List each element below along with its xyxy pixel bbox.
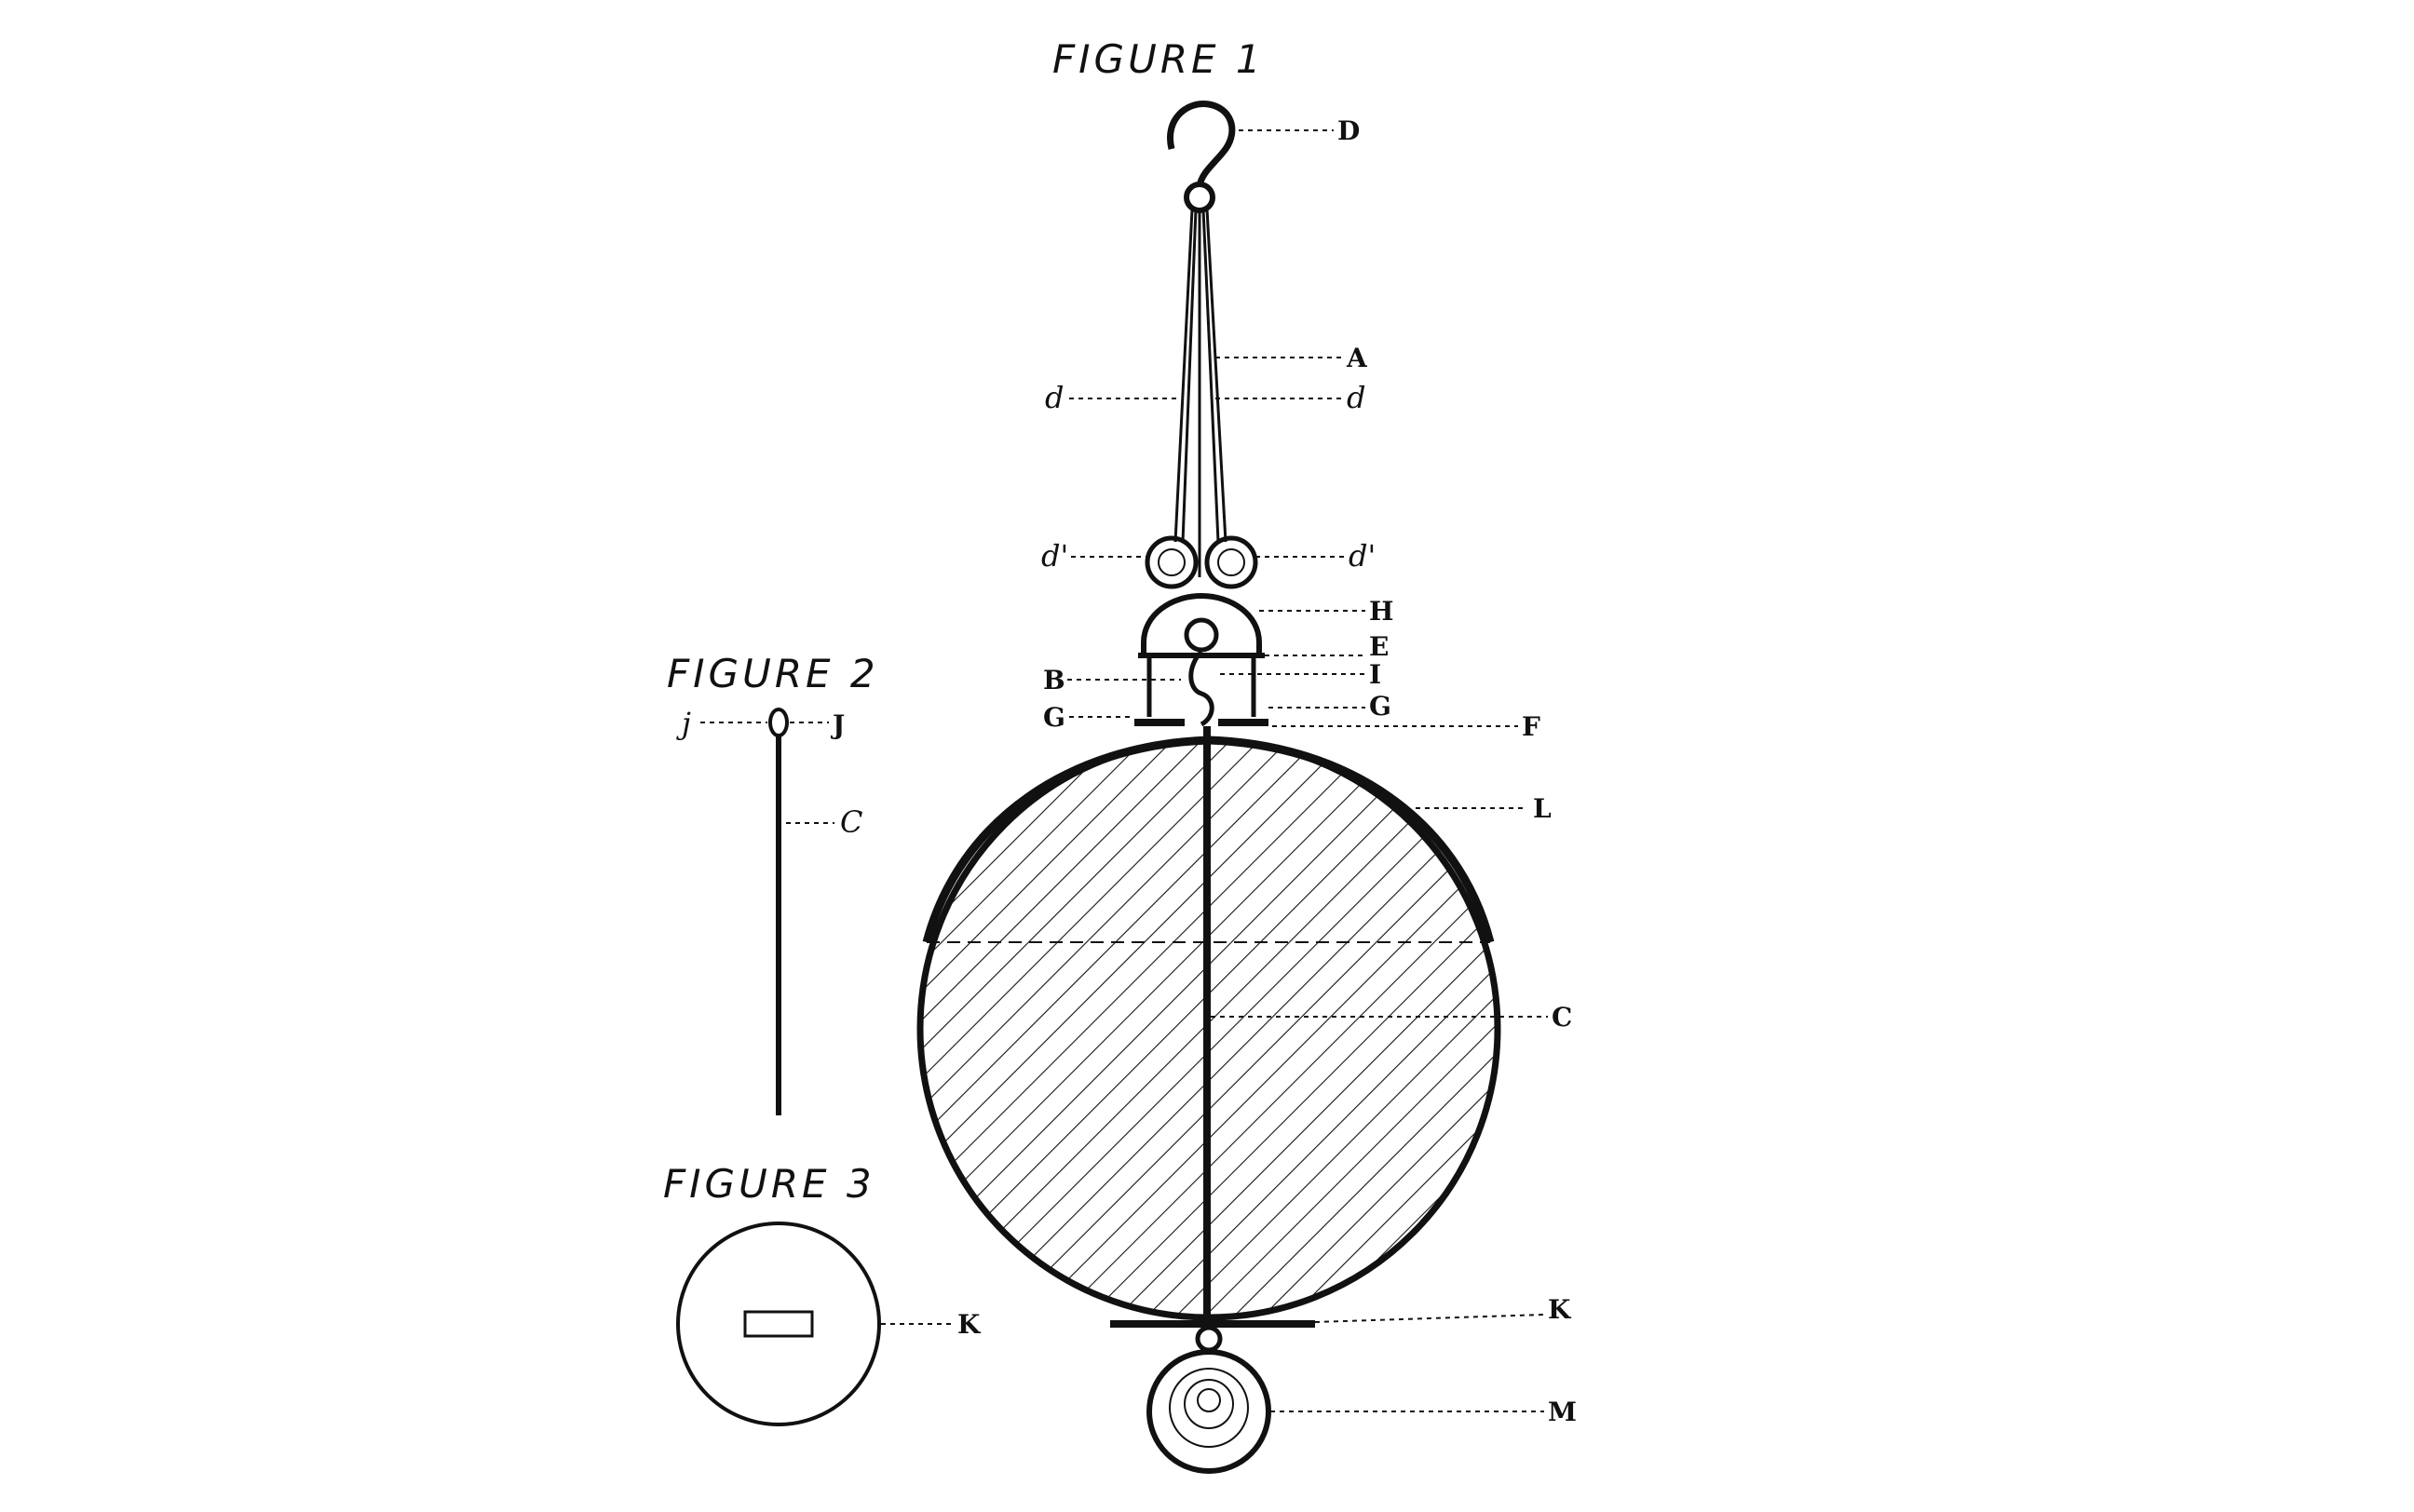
label-K: K <box>1548 1294 1572 1325</box>
figure-3: FIGURE 3 K <box>663 1161 982 1426</box>
hook <box>1167 101 1236 187</box>
ring <box>1184 182 1215 213</box>
label-J: J <box>830 709 845 740</box>
bottom-weight <box>1146 1349 1271 1474</box>
label-E: E <box>1369 631 1389 662</box>
label-I: I <box>1369 659 1381 690</box>
needle-eye <box>768 708 789 737</box>
figure-1: FIGURE 1 <box>916 36 1577 1474</box>
label-C: C <box>1552 1002 1572 1033</box>
label-K-fig3: K <box>957 1309 982 1340</box>
label-M: M <box>1548 1397 1577 1427</box>
label-d-prime-right: d' <box>1349 538 1376 574</box>
label-C-fig2: C <box>840 804 862 840</box>
label-G-right: G <box>1369 691 1391 722</box>
label-B: B <box>1043 665 1065 695</box>
label-D: D <box>1337 115 1360 146</box>
label-A: A <box>1346 343 1368 373</box>
pendant-balls <box>1145 535 1258 589</box>
label-F: F <box>1522 711 1540 742</box>
label-G-left: G <box>1043 702 1065 733</box>
figure-1-labels: D A d d d' d' H E B I G G F L C K M <box>1041 115 1577 1427</box>
bottom-ring <box>1195 1325 1223 1353</box>
figure-2-caption: FIGURE 2 <box>667 651 879 696</box>
label-j: j <box>676 706 691 741</box>
plate-slot <box>743 1310 814 1338</box>
label-d-left: d <box>1045 380 1064 415</box>
label-d-right: d <box>1347 380 1365 415</box>
figure-1-leaders <box>1067 129 1548 1412</box>
chains <box>1173 209 1227 577</box>
weighted-ball <box>916 726 1501 1322</box>
figure-3-caption: FIGURE 3 <box>663 1161 875 1207</box>
label-L: L <box>1533 793 1552 824</box>
label-H: H <box>1369 596 1393 627</box>
plate-disc <box>676 1222 881 1426</box>
cap-assembly <box>1134 592 1268 727</box>
label-d-prime-left: d' <box>1041 538 1068 574</box>
figure-2: FIGURE 2 j J C <box>667 651 879 1115</box>
figure-1-caption: FIGURE 1 <box>1052 36 1265 82</box>
